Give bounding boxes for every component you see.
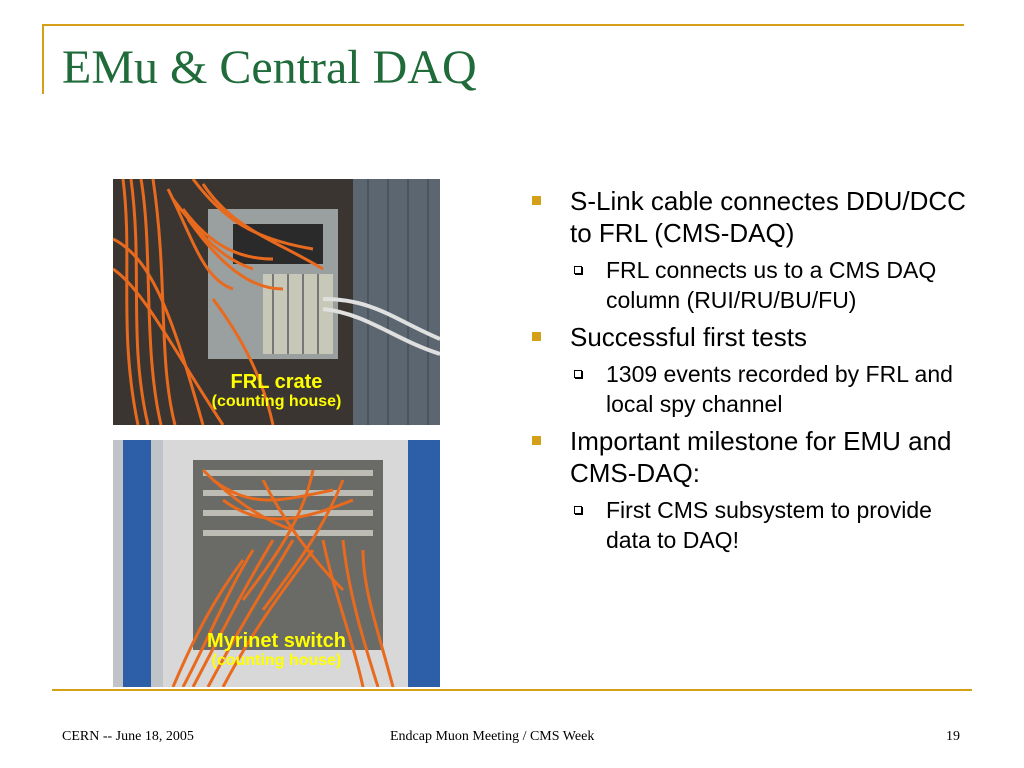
bullet-text: Important milestone for EMU and CMS-DAQ: [570,426,952,488]
bullet-text: S-Link cable connectes DDU/DCC to FRL (C… [570,186,966,248]
bullet-list: S-Link cable connectes DDU/DCC to FRL (C… [532,185,972,561]
sub-bullet-text: 1309 events recorded by FRL and local sp… [606,361,953,417]
frl-crate-caption-sub: (counting house) [211,393,342,410]
square-bullet-icon [532,196,541,205]
bullet-item: Important milestone for EMU and CMS-DAQ: [532,425,972,489]
sub-bullet-text: FRL connects us to a CMS DAQ column (RUI… [606,257,937,313]
square-bullet-icon [532,436,541,445]
frl-crate-image [113,179,440,425]
myrinet-switch-caption-sub: (counting house) [211,652,342,669]
hollow-square-bullet-icon [574,506,582,514]
myrinet-switch-photo: Myrinet switch (counting house) [113,440,440,687]
myrinet-switch-caption: Myrinet switch [207,630,346,652]
square-bullet-icon [532,332,541,341]
hollow-square-bullet-icon [574,266,582,274]
hollow-square-bullet-icon [574,370,582,378]
footer-rule [52,689,972,691]
left-rule [42,24,44,94]
bullet-item: S-Link cable connectes DDU/DCC to FRL (C… [532,185,972,249]
sub-bullet-item: 1309 events recorded by FRL and local sp… [570,359,972,419]
sub-bullet-text: First CMS subsystem to provide data to D… [606,497,932,553]
frl-crate-caption: FRL crate [230,371,323,393]
footer-date: CERN -- June 18, 2005 [62,729,194,744]
page-number: 19 [946,729,960,744]
myrinet-switch-image [113,440,440,687]
top-rule [42,24,964,26]
bullet-item: Successful first tests [532,321,972,353]
slide-title: EMu & Central DAQ [62,41,477,94]
bullet-text: Successful first tests [570,322,807,352]
footer-meeting: Endcap Muon Meeting / CMS Week [390,729,595,744]
sub-bullet-item: First CMS subsystem to provide data to D… [570,495,972,555]
sub-bullet-item: FRL connects us to a CMS DAQ column (RUI… [570,255,972,315]
frl-crate-photo: FRL crate (counting house) [113,179,440,425]
